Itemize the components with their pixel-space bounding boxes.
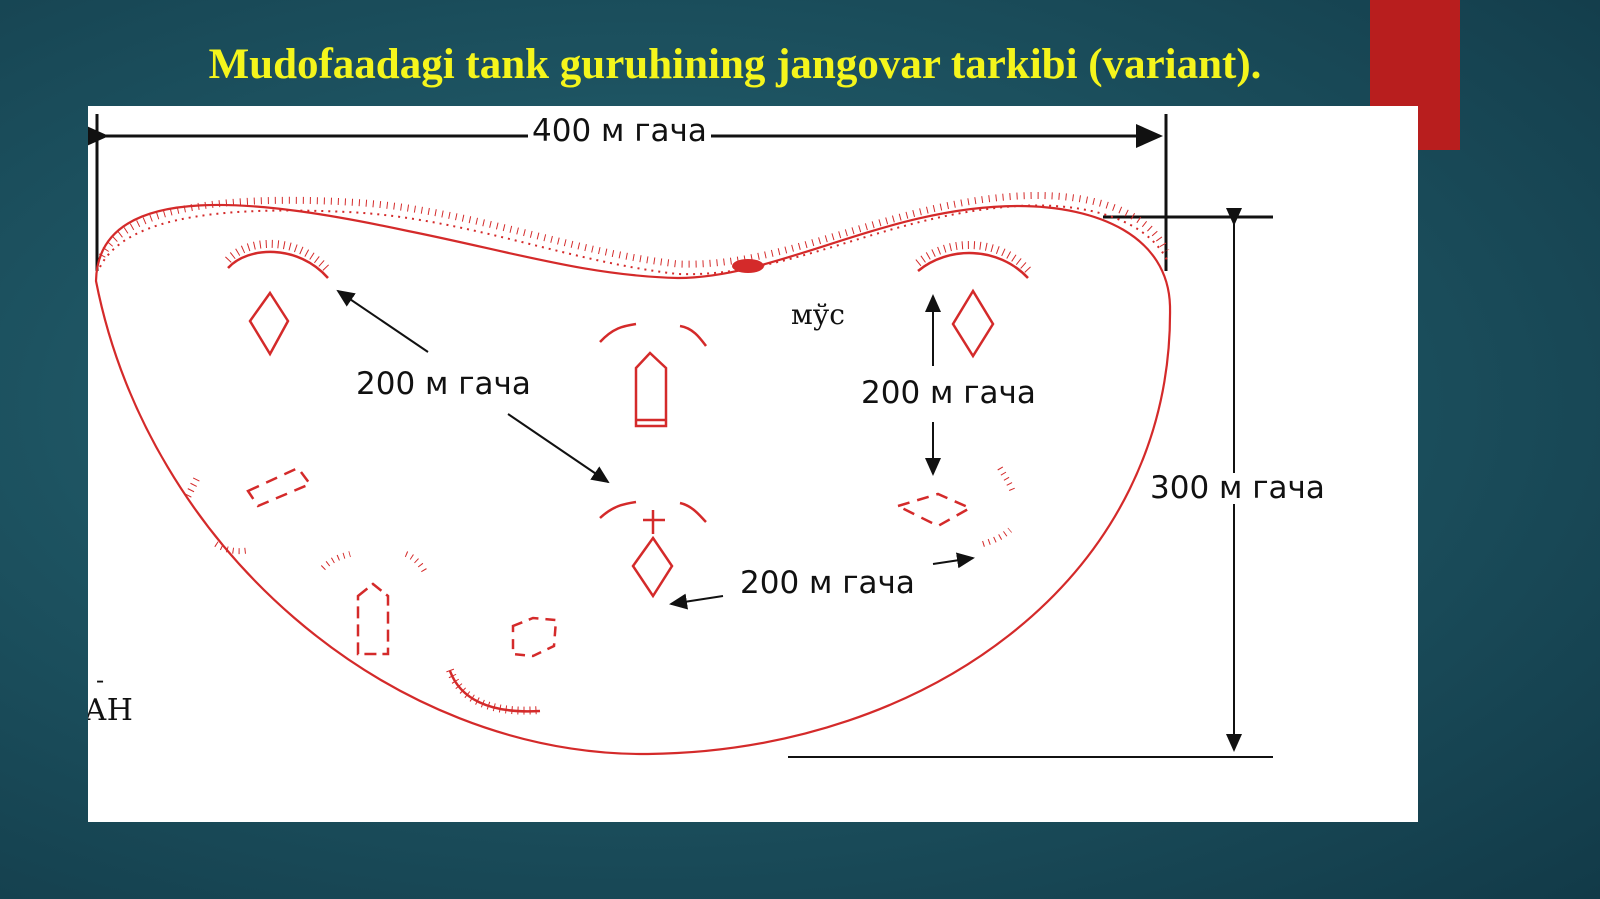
front-trench-line	[99, 204, 1169, 276]
slide-title: Mudofaadagi tank guruhining jangovar tar…	[208, 41, 1262, 88]
right-reserve-ticks-1	[997, 466, 1016, 494]
distance-label-bottom: 200 м гача	[740, 565, 915, 601]
distance-arrows	[336, 289, 975, 610]
bottom-tank-trench-ticks	[446, 668, 541, 715]
left-reserve-ticks-1	[184, 474, 202, 498]
left-reserve-tank	[246, 466, 312, 508]
center-tank-cross	[643, 510, 665, 534]
right-reserve-ticks-2	[982, 527, 1012, 547]
arrow-to-top-left	[336, 289, 429, 353]
defense-diagram	[88, 114, 1273, 758]
left-reserve-ticks-2	[214, 541, 251, 555]
command-post-icon	[634, 351, 668, 428]
arrow-to-center-bottom	[669, 593, 724, 610]
diagram-panel: 400 м гача 300 м гача 200 м гача 200 м г…	[88, 106, 1418, 822]
bottom-left-tank-trench-right	[404, 551, 429, 576]
center-tank	[631, 535, 674, 599]
command-post-trench-left	[599, 322, 637, 343]
bottom-left-tank	[356, 582, 390, 656]
height-label: 300 м гача	[1148, 470, 1327, 506]
edge-fragment-label: АН	[88, 693, 133, 728]
tank-top-right-trench-ticks	[915, 241, 1031, 273]
arrow-to-center	[507, 413, 610, 484]
tank-top-left	[248, 290, 290, 357]
bottom-tank	[511, 616, 558, 658]
width-label: 400 м гача	[528, 116, 711, 147]
tank-top-left-trench	[227, 250, 329, 279]
edge-dash: -	[96, 666, 105, 694]
tank-top-right-trench	[917, 251, 1029, 279]
center-marker	[732, 259, 764, 273]
tank-top-right	[951, 288, 995, 359]
tank-positions	[184, 240, 1031, 715]
distance-label-left: 200 м гача	[356, 366, 531, 402]
bottom-left-tank-trench-left	[320, 551, 351, 571]
distance-label-right: 200 м гача	[861, 375, 1036, 411]
mus-label: мўс	[791, 298, 845, 331]
command-post-trench-right	[679, 324, 708, 347]
center-tank-trench-left	[599, 500, 637, 519]
center-tank-trench-right	[679, 501, 707, 523]
right-reserve-tank	[894, 492, 973, 528]
arrow-to-right-bottom	[932, 552, 975, 569]
defense-area-outline	[94, 203, 1172, 756]
defense-area	[94, 191, 1172, 756]
